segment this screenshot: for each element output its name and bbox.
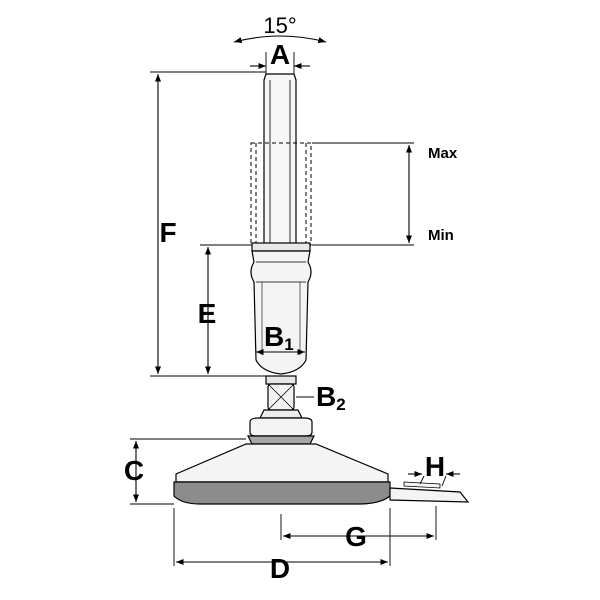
max-label: Max bbox=[428, 145, 458, 162]
dimension-label-e: E bbox=[198, 298, 217, 329]
angle-label: 15° bbox=[263, 13, 296, 38]
ball-joint bbox=[259, 375, 303, 419]
min-label: Min bbox=[428, 227, 454, 244]
b1-letter: B bbox=[264, 321, 284, 352]
dimension-label-b1: B1 bbox=[264, 321, 294, 354]
dimension-label-d: D bbox=[270, 553, 290, 584]
dimension-label-c: C bbox=[124, 455, 144, 486]
dimension-lines bbox=[132, 35, 460, 566]
base-disc bbox=[173, 443, 470, 505]
dimension-label-b2: B2 bbox=[316, 381, 346, 414]
dimension-label-f: F bbox=[159, 217, 176, 248]
b2-subscript: 2 bbox=[336, 395, 345, 414]
threaded-stud bbox=[263, 73, 297, 246]
b2-letter: B bbox=[316, 381, 336, 412]
spindle-body bbox=[250, 242, 312, 375]
extension-lines bbox=[130, 52, 447, 566]
b1-subscript: 1 bbox=[284, 335, 293, 354]
base-cap bbox=[247, 417, 315, 445]
dimension-label-h: H bbox=[425, 451, 445, 482]
dimension-label-a: A bbox=[270, 39, 290, 70]
dimension-label-g: G bbox=[345, 521, 367, 552]
